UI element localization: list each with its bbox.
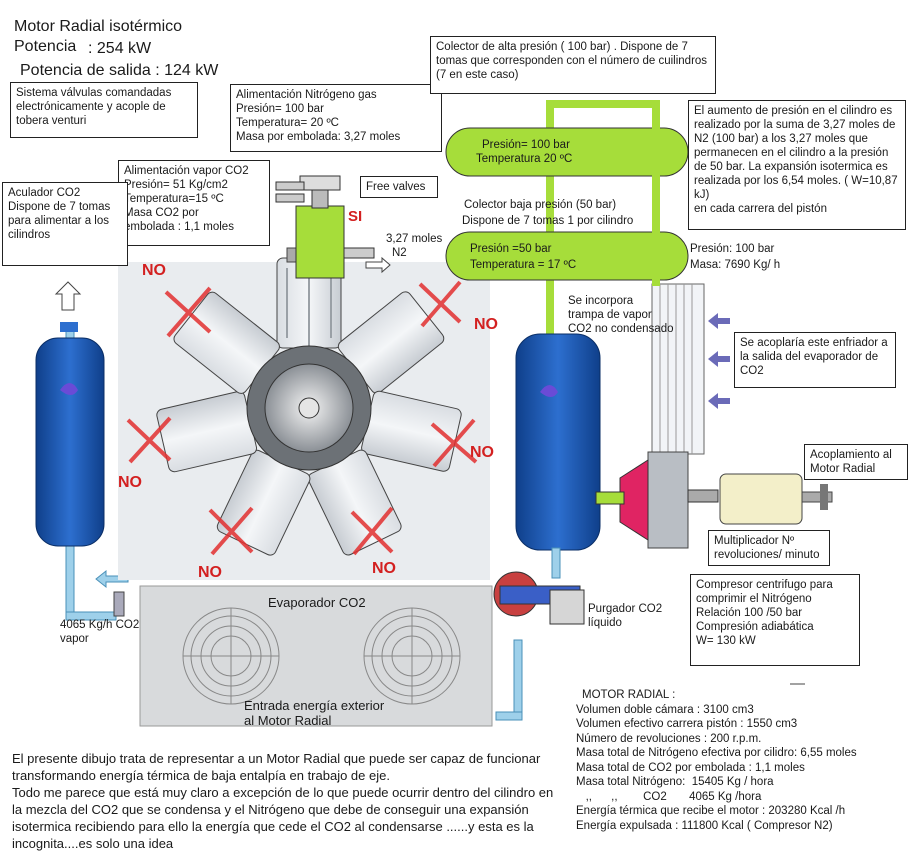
multiplier xyxy=(719,473,833,525)
spec-line: ,, ,, CO2 4065 Kg /hora xyxy=(576,790,762,803)
specs-title: MOTOR RADIAL : xyxy=(582,689,676,701)
co2-feed-label: Alimentación vapor CO2 Presión= 51 Kg/cm… xyxy=(118,160,270,246)
arrow-left-icon xyxy=(95,569,129,589)
right-accumulator xyxy=(495,100,656,721)
centrifugal-compressor xyxy=(595,451,719,549)
arrow-up-icon xyxy=(54,281,82,311)
engine-specs: MOTOR RADIAL : Volumen doble cámara : 31… xyxy=(576,688,906,833)
power-value: : 254 kW xyxy=(88,40,152,57)
radial-engine xyxy=(118,175,490,580)
n2-feed-label: Alimentación Nitrógeno gas Presión= 100 … xyxy=(230,84,442,152)
arrow-left-icons xyxy=(708,313,730,409)
evaporator-label: Evaporador CO2 xyxy=(268,595,366,610)
co2-vapor-label: 4065 Kg/h CO2 vapor xyxy=(60,619,140,645)
no-label: NO xyxy=(142,262,166,279)
low-tank-pressure: Presión =50 bar xyxy=(470,243,552,255)
high-tank-temp: Temperatura 20 ºC xyxy=(476,153,573,165)
no-label: NO xyxy=(118,474,142,491)
low-collector-label-2: Dispone de 7 tomas 1 por cilindro xyxy=(462,215,634,227)
n2-label: N2 xyxy=(392,247,407,259)
n2-moles-label: 3,27 moles xyxy=(386,233,443,245)
no-label: NO xyxy=(470,444,494,461)
left-accumulator xyxy=(35,322,105,547)
no-label: NO xyxy=(474,316,498,333)
low-pressure-tank xyxy=(445,231,689,281)
spec-line: Masa total Nitrógeno: 15405 Kg / hora xyxy=(576,776,774,788)
no-label: NO xyxy=(198,564,222,581)
low-tank-temp: Temperatura = 17 ºC xyxy=(470,259,577,271)
description-paragraph: El presente dibujo trata de representar … xyxy=(12,751,554,851)
spec-line: Número de revoluciones : 200 r.p.m. xyxy=(576,732,762,745)
high-tank-pressure: Presión= 100 bar xyxy=(482,139,570,151)
coupling-label: Acoplamiento al Motor Radial xyxy=(804,444,908,480)
power-label: Potencia xyxy=(14,38,77,55)
multiplier-label: Multiplicador Nº revoluciones/ minuto xyxy=(708,530,830,566)
purgador-valve xyxy=(493,571,585,625)
spec-line: Volumen doble cámara : 3100 cm3 xyxy=(576,703,754,716)
pressure-100-label: Presión: 100 bar xyxy=(690,243,775,255)
spec-line: Masa total de Nitrógeno efectiva por cil… xyxy=(576,747,857,759)
purgador-label: Purgador CO2 líquido xyxy=(588,603,663,629)
energy-input-label: Entrada energía exterior al Motor Radial xyxy=(244,698,385,728)
accumulator-label: Aculador CO2 Dispone de 7 tomas para ali… xyxy=(2,182,128,266)
output-power: Potencia de salida : 124 kW xyxy=(20,62,219,79)
compressor-label: Compresor centrifugo para comprimir el N… xyxy=(690,574,860,666)
red-x-marks xyxy=(126,280,478,556)
low-collector-label-1: Colector baja presión (50 bar) xyxy=(464,199,617,211)
spec-line: Masa total de CO2 por embolada : 1,1 mol… xyxy=(576,761,805,774)
cooler-label: Se acoplaría este enfriador a la salida … xyxy=(734,332,896,388)
spec-line: Energía expulsada : 111800 Kcal ( Compre… xyxy=(576,819,833,832)
valve-system-label: Sistema válvulas comandadas electrónicam… xyxy=(10,82,198,138)
spec-line: Volumen efectivo carrera pistón : 1550 c… xyxy=(576,718,798,730)
cooler xyxy=(651,100,705,455)
high-collector-label: Colector de alta presión ( 100 bar) . Di… xyxy=(430,36,716,94)
no-label: NO xyxy=(372,560,396,577)
spec-line: Energía térmica que recibe el motor : 20… xyxy=(576,805,846,817)
page-title: Motor Radial isotérmico xyxy=(14,18,183,35)
free-valves-label: Free valves xyxy=(360,176,438,198)
si-label: SI xyxy=(348,208,363,225)
vapor-trap-label: Se incorpora trampa de vapor CO2 no cond… xyxy=(568,295,674,335)
mass-7690-label: Masa: 7690 Kg/ h xyxy=(690,259,781,271)
evaporator xyxy=(139,585,493,727)
pressure-increase-label: El aumento de presión en el cilindro es … xyxy=(688,100,906,230)
